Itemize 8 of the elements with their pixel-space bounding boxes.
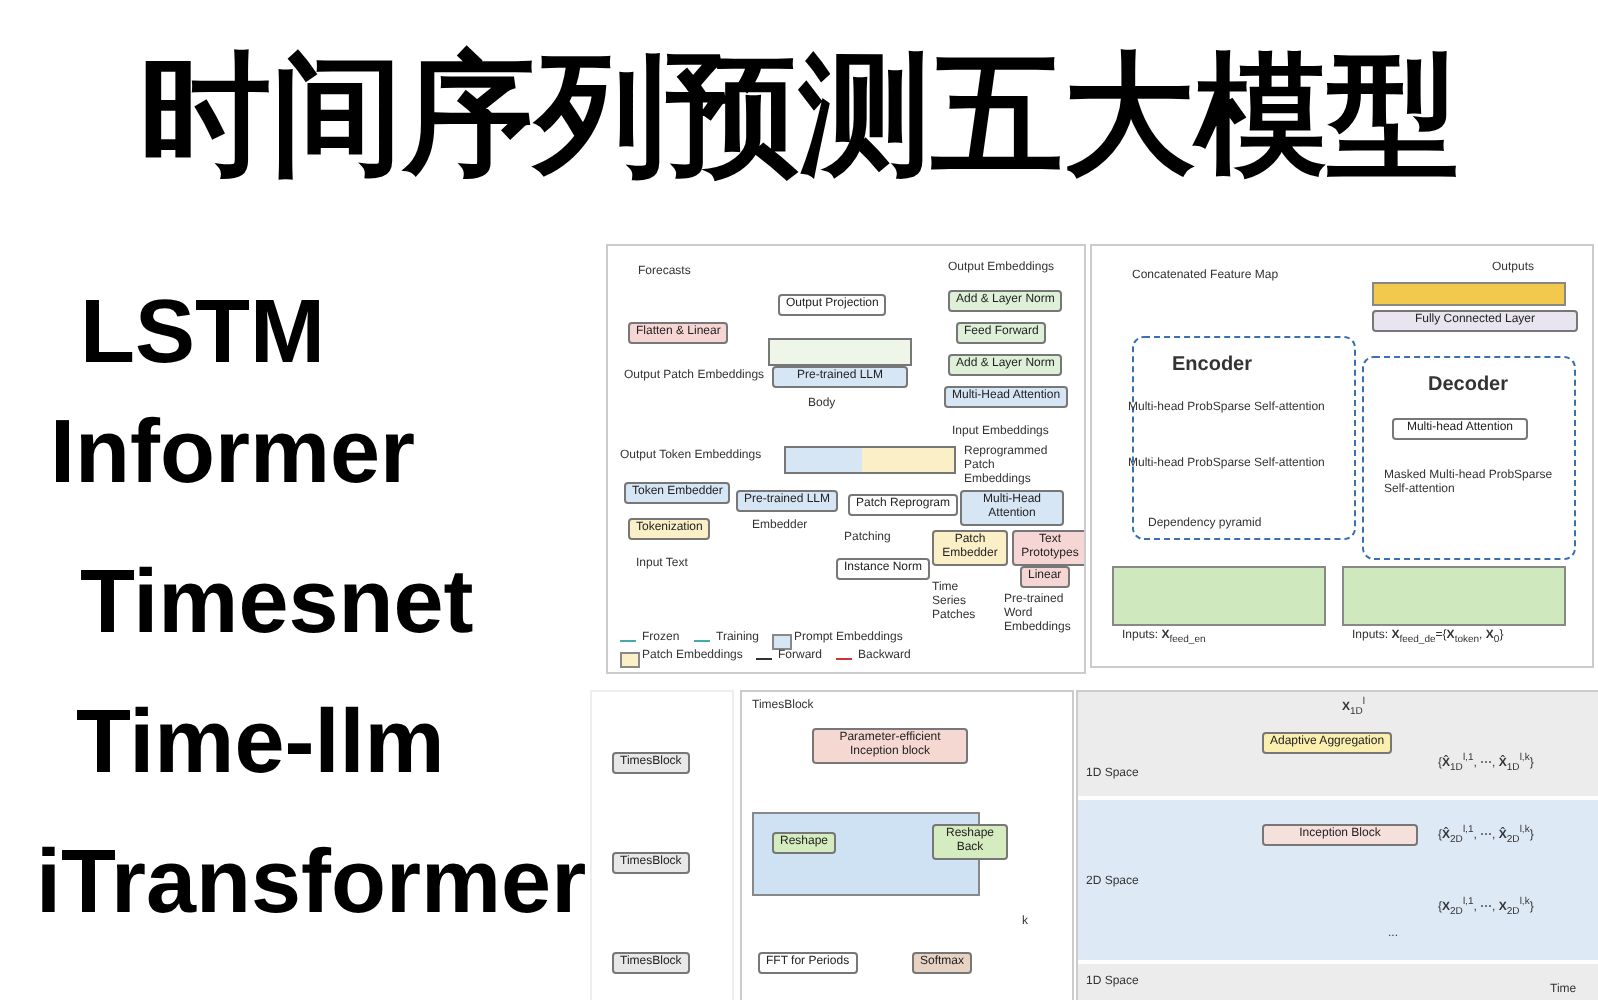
model-name: Informer bbox=[50, 400, 416, 504]
model-name: Time-llm bbox=[76, 690, 445, 794]
model-name: Timesnet bbox=[80, 550, 474, 654]
model-name: LSTM bbox=[80, 280, 325, 384]
figure-label: Decoder bbox=[1428, 374, 1509, 398]
figure-label: Encoder bbox=[1172, 354, 1253, 378]
model-name: iTransformer bbox=[36, 830, 587, 934]
title: 时间序列预测五大模型 bbox=[137, 36, 1461, 196]
